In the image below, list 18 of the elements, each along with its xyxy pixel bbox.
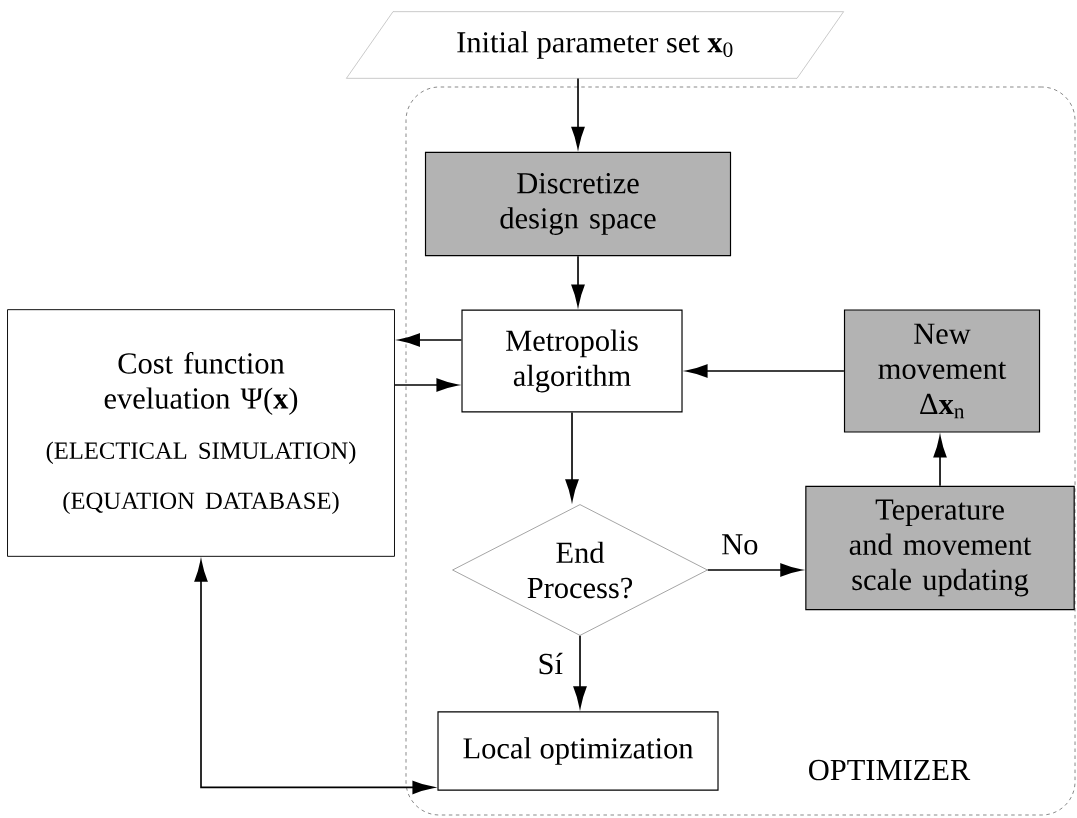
process-box: Local optimization: [437, 711, 719, 791]
process-box: Metropolis algorithm: [461, 309, 683, 413]
arrow: [933, 436, 947, 487]
arrow: [706, 563, 802, 577]
arrow: [571, 77, 585, 149]
arrow: [686, 364, 845, 378]
arrow: [565, 411, 579, 501]
process-box: New movement Δx$_{n}$: [843, 309, 1041, 433]
arrow: [398, 333, 463, 347]
edge-label: No: [722, 534, 758, 555]
edge-label: Sí: [539, 652, 563, 675]
arrow: [571, 255, 585, 306]
process-box: Teperature and movement scale updating: [805, 485, 1075, 611]
process-box: Discretize design space: [424, 151, 732, 257]
arrow: [573, 634, 587, 708]
process-box: Cost function eveluation Ψ(x) (ELECTICAL SIMULATION) (EQUATION DATABASE): [7, 309, 395, 557]
arrow: [394, 378, 458, 392]
input-parallelogram: Initial parameter set x$_{0}$: [346, 11, 844, 79]
